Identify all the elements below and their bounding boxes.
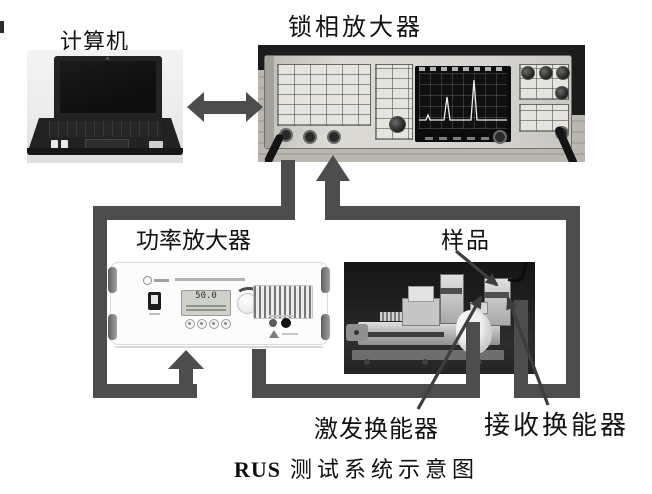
power-switch-label xyxy=(149,313,160,315)
panel-knob xyxy=(539,66,553,80)
caption-prefix: RUS xyxy=(234,457,282,482)
laptop-logo-sticker xyxy=(149,141,163,148)
laptop-keyboard xyxy=(49,121,161,137)
computer-label: 计算机 xyxy=(60,29,130,54)
rack-handle xyxy=(108,267,117,293)
connector-lockin-output-down xyxy=(281,160,295,220)
power-amplifier-label: 功率放大器 xyxy=(136,228,251,253)
bnc-connector xyxy=(327,130,341,144)
photo-shadow xyxy=(115,346,323,348)
rack-handle xyxy=(321,267,330,293)
screen-caption-text xyxy=(425,137,503,140)
power-switch xyxy=(148,292,161,310)
arrowhead-up-lockin xyxy=(316,155,350,181)
panel-button xyxy=(197,319,207,329)
bnc-connector xyxy=(493,130,507,144)
fixture-base-plate xyxy=(352,350,504,360)
lock-in-front-panel xyxy=(264,55,572,149)
bnc-connector xyxy=(303,130,317,144)
arrowhead-right xyxy=(246,92,263,122)
laptop-sticker xyxy=(51,140,58,148)
lcd-text-row xyxy=(186,309,226,311)
transducer-band xyxy=(484,292,509,298)
knob-arc-mark xyxy=(235,287,263,305)
brand-name-text xyxy=(154,279,169,282)
transducer-band xyxy=(440,288,462,294)
laptop-photo xyxy=(27,50,183,163)
connector-right-vertical xyxy=(566,206,580,398)
connector-left-horizontal-bottom xyxy=(93,384,197,398)
lcd-text-row xyxy=(186,305,226,307)
panel-button xyxy=(221,319,231,329)
caption-text: 测试系统示意图 xyxy=(290,457,480,482)
fixture-foot xyxy=(364,359,370,365)
connector-computer-lockin-shaft xyxy=(204,101,246,114)
connector-to-excitation-transducer xyxy=(466,322,480,398)
laptop-touchpad xyxy=(85,139,129,148)
carriage-top-block xyxy=(408,286,434,302)
rack-handle xyxy=(108,314,117,340)
lock-in-amplifier-label: 锁相放大器 xyxy=(288,15,423,41)
rail-slot xyxy=(364,332,444,337)
lcd-display: 50.0 xyxy=(181,290,231,316)
connector-left-horizontal-top xyxy=(93,206,295,220)
model-title-text xyxy=(175,278,245,281)
panel-knob xyxy=(521,66,535,80)
spectrum-display xyxy=(419,73,507,129)
figure-caption: RUS 测试系统示意图 xyxy=(234,452,479,484)
connector-left-vertical xyxy=(93,206,107,398)
stage-adjust-knob xyxy=(346,324,368,341)
rack-handle xyxy=(321,314,330,340)
brand-logo xyxy=(143,276,152,285)
fixture-foot xyxy=(422,359,428,365)
arrowhead-left xyxy=(187,92,204,122)
warning-triangle-icon xyxy=(269,330,279,338)
panel-button xyxy=(209,319,219,329)
laptop-screen xyxy=(54,56,162,120)
ventilation-grille xyxy=(253,285,313,319)
panel-button xyxy=(185,319,195,329)
arrowhead-up-poweramp xyxy=(168,350,204,369)
excitation-pointer-arrow xyxy=(416,295,483,410)
laptop-keyboard-deck xyxy=(29,118,181,148)
laptop-webcam xyxy=(106,57,109,60)
button-grid xyxy=(277,64,371,126)
screen-status-row xyxy=(419,67,507,71)
power-amp-front-panel: 50.0 xyxy=(108,262,330,345)
scan-edge-artifact xyxy=(0,21,4,33)
output-jack xyxy=(281,318,291,328)
receiving-transducer-label: 接收换能器 xyxy=(484,411,630,440)
lock-in-amplifier-photo xyxy=(258,45,585,162)
sample-pointer-arrow xyxy=(454,249,499,287)
output-jack xyxy=(269,319,277,327)
resonance-trace xyxy=(419,79,507,121)
warning-text xyxy=(282,333,298,335)
panel-knob xyxy=(555,86,569,100)
excitation-transducer-label: 激发换能器 xyxy=(314,417,439,443)
panel-knob xyxy=(556,66,570,80)
laptop-base xyxy=(27,148,183,155)
panel-knob xyxy=(389,116,406,133)
connector-lockin-input-arrow-shaft xyxy=(325,180,340,220)
connector-bottom-horizontal-receive xyxy=(514,384,580,398)
sample-label: 样品 xyxy=(441,228,491,253)
panel-side-edge xyxy=(265,56,274,148)
lcd-value: 50.0 xyxy=(195,291,217,301)
lock-in-screen xyxy=(415,66,511,142)
connector-bottom-horizontal-excite xyxy=(252,384,480,398)
power-amplifier-photo: 50.0 xyxy=(103,258,333,350)
connector-poweramp-arrow-shaft xyxy=(179,368,193,398)
laptop-sticker xyxy=(61,140,68,148)
connector-top-horizontal-receive xyxy=(325,206,580,220)
output-jack-label xyxy=(269,315,293,317)
receiving-pointer-arrow xyxy=(506,296,550,406)
laptop-display xyxy=(60,61,156,113)
